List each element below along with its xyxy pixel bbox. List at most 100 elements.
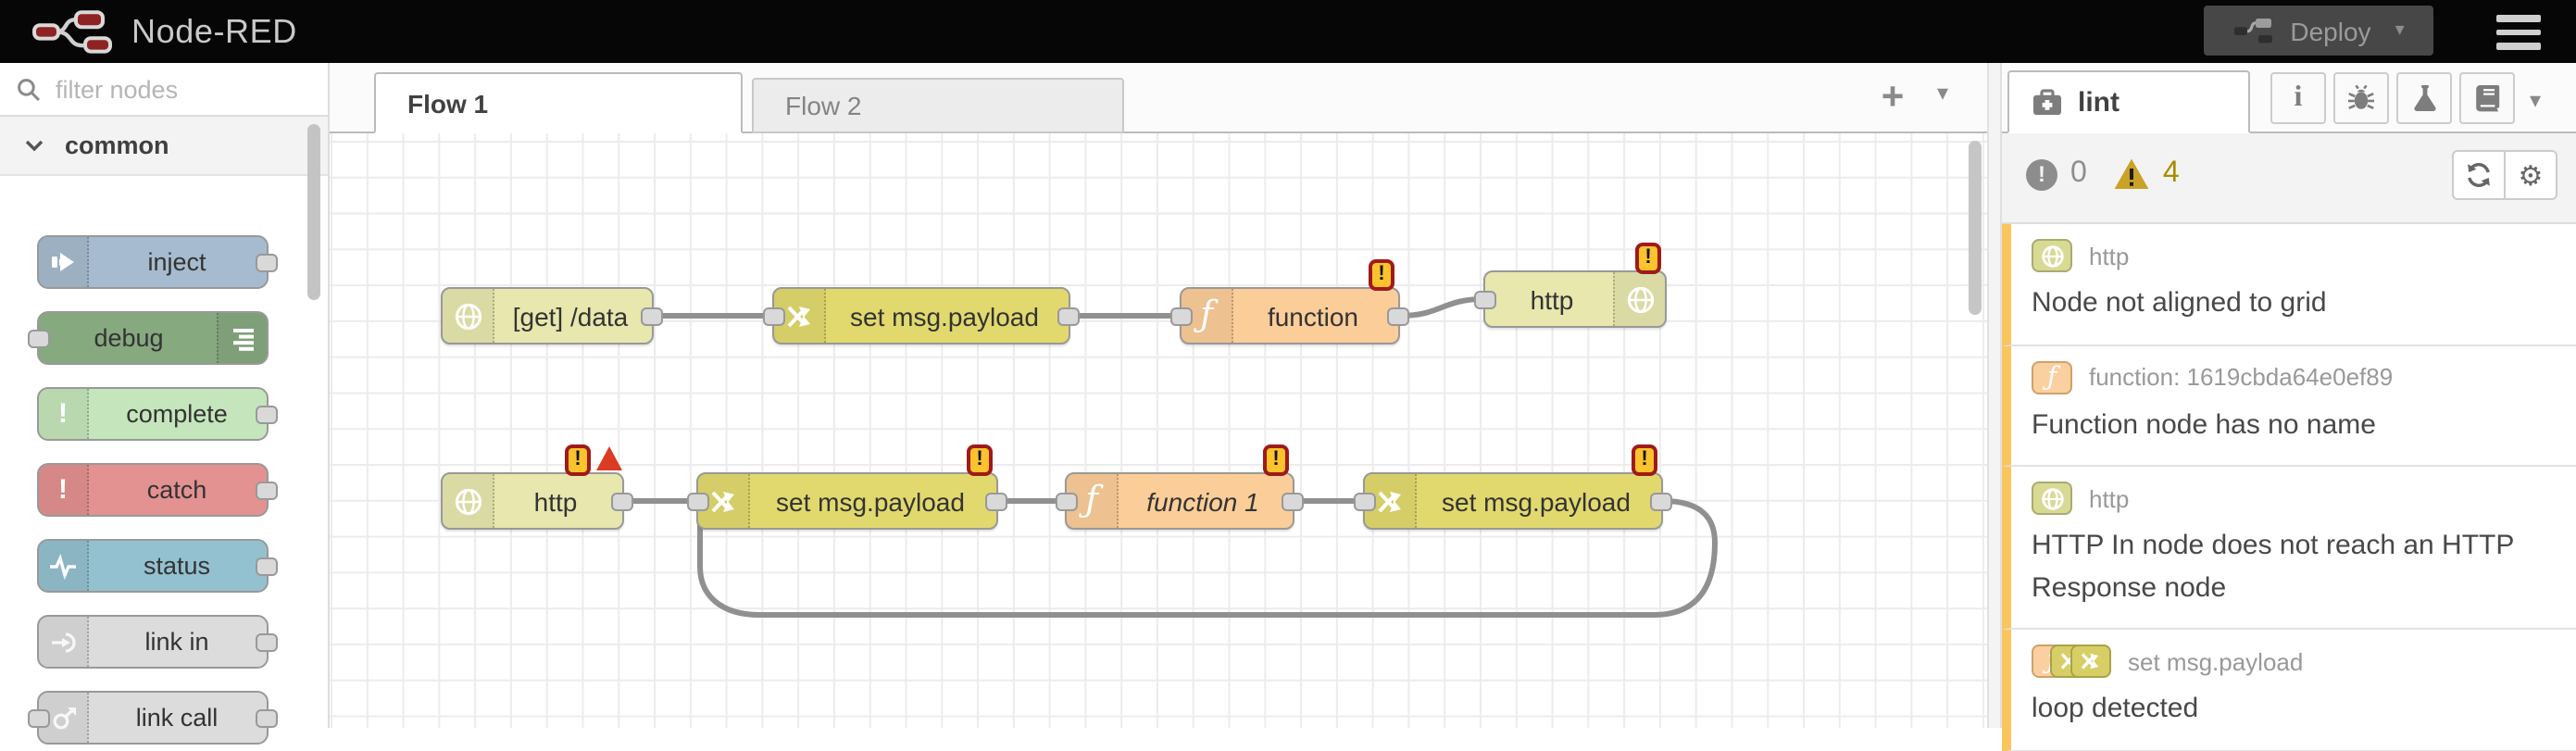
input-port[interactable] xyxy=(763,307,785,326)
input-port[interactable] xyxy=(687,493,709,511)
palette-scrollbar[interactable] xyxy=(307,124,320,300)
link-in-icon xyxy=(39,617,89,667)
flow-node-function[interactable]: ƒ function ! xyxy=(1170,259,1409,344)
input-port[interactable] xyxy=(1474,291,1496,309)
palette-node-catch[interactable]: ! catch xyxy=(37,463,278,517)
help-book-tab-button[interactable] xyxy=(2459,72,2515,124)
warning-triangle-icon xyxy=(2114,158,2149,189)
warning-count: 4 xyxy=(2162,157,2180,189)
issue-function-no-name[interactable]: ƒ function: 1619cbda64e0ef89 Function no… xyxy=(2002,345,2576,467)
tab-lint[interactable]: lint xyxy=(2007,70,2250,133)
flow-node-change-1[interactable]: set msg.payload xyxy=(763,287,1080,344)
debug-tab-button[interactable] xyxy=(2333,72,2389,124)
node-label: set msg.payload xyxy=(1442,486,1631,516)
change-node-icon xyxy=(2070,645,2111,678)
output-port[interactable] xyxy=(1387,307,1409,326)
settings-button[interactable]: ⚙ xyxy=(2504,150,2557,200)
issue-message: Function node has no name xyxy=(2032,408,2376,440)
http-node-icon xyxy=(2032,239,2072,272)
main-menu-button[interactable] xyxy=(2496,15,2545,50)
palette-node-label: catch xyxy=(146,476,207,504)
input-port[interactable] xyxy=(28,709,50,728)
flow-list-caret-icon[interactable]: ▾ xyxy=(1937,80,1949,106)
refresh-icon xyxy=(2468,163,2490,187)
output-port[interactable] xyxy=(256,709,278,728)
palette-search xyxy=(0,63,328,117)
warning-badge: ! xyxy=(1635,243,1661,274)
deploy-button[interactable]: Deploy ▾ xyxy=(2204,6,2433,56)
node-label: set msg.payload xyxy=(850,301,1039,331)
palette-category-common[interactable]: common xyxy=(0,117,328,176)
workspace: Flow 1 Flow 2 + ▾ xyxy=(330,63,1987,728)
output-port[interactable] xyxy=(256,406,278,424)
canvas-scrollbar[interactable] xyxy=(1969,141,1982,315)
output-port[interactable] xyxy=(611,493,633,511)
flow-node-function-1[interactable]: ƒ function 1 ! xyxy=(1056,444,1304,530)
output-port[interactable] xyxy=(1282,493,1304,511)
palette-node-debug[interactable]: debug xyxy=(28,311,269,365)
issue-message: Node not aligned to grid xyxy=(2032,287,2327,319)
tab-flow-1[interactable]: Flow 1 xyxy=(374,72,743,133)
input-port[interactable] xyxy=(1354,493,1376,511)
issue-node-label: http xyxy=(2089,242,2130,269)
info-tab-button[interactable]: i xyxy=(2270,72,2326,124)
refresh-button[interactable] xyxy=(2452,150,2506,200)
tab-label: Flow 1 xyxy=(407,88,489,118)
wires xyxy=(621,296,1719,618)
add-flow-button[interactable]: + xyxy=(1870,76,1915,120)
input-port[interactable] xyxy=(28,330,50,348)
input-port[interactable] xyxy=(1056,493,1078,511)
lint-actions: ⚙ xyxy=(2452,150,2557,200)
chevron-down-icon xyxy=(25,139,44,151)
config-flask-tab-button[interactable] xyxy=(2396,72,2452,124)
tab-flow-2[interactable]: Flow 2 xyxy=(752,78,1124,133)
palette-node-link-in[interactable]: link in xyxy=(37,615,278,669)
palette-node-inject[interactable]: inject xyxy=(37,235,278,289)
sidebar-menu-caret-icon[interactable]: ▾ xyxy=(2530,87,2542,113)
output-port[interactable] xyxy=(256,557,278,576)
lint-issue-list: http Node not aligned to grid ƒ function… xyxy=(2002,224,2576,751)
palette-node-link-call[interactable]: link call xyxy=(28,691,278,745)
palette: common inject debug ! complete ! cat xyxy=(0,63,330,745)
flow-node-http-in-2[interactable]: http ! xyxy=(441,444,633,530)
flow-node-http-response[interactable]: http ! xyxy=(1474,243,1667,328)
warning-badge: ! xyxy=(1263,444,1289,476)
warning-badge: ! xyxy=(967,444,993,476)
output-port[interactable] xyxy=(1650,493,1672,511)
output-port[interactable] xyxy=(256,482,278,500)
input-port[interactable] xyxy=(1170,307,1193,326)
output-port[interactable] xyxy=(256,633,278,652)
issue-node-not-aligned[interactable]: http Node not aligned to grid xyxy=(2002,224,2576,345)
flow-node-http-in-get-data[interactable]: [get] /data xyxy=(441,287,663,344)
palette-node-status[interactable]: status xyxy=(37,539,278,593)
gear-icon: ⚙ xyxy=(2518,158,2544,192)
issue-loop-detected[interactable]: ƒ set msg.payload loop detected xyxy=(2002,630,2576,751)
app-title: Node-RED xyxy=(131,13,297,50)
flow-canvas[interactable]: [get] /data set msg.payload ƒ function ! xyxy=(330,133,1987,728)
output-port[interactable] xyxy=(985,493,1007,511)
output-port[interactable] xyxy=(256,254,278,272)
flask-icon xyxy=(2413,85,2435,112)
deploy-caret-icon[interactable]: ▾ xyxy=(2395,20,2405,41)
output-port[interactable] xyxy=(1057,307,1080,326)
warning-badge: ! xyxy=(1632,444,1657,476)
sidebar-splitter[interactable] xyxy=(1987,63,2002,728)
palette-node-label: complete xyxy=(126,400,228,428)
sidebar: lint i xyxy=(2002,63,2576,751)
flow-node-change-3[interactable]: set msg.payload ! xyxy=(1354,444,1672,530)
category-label: common xyxy=(65,131,169,159)
globe-icon xyxy=(443,289,494,343)
output-port[interactable] xyxy=(641,307,663,326)
palette-node-label: link call xyxy=(135,704,219,732)
node-label: set msg.payload xyxy=(776,486,965,516)
issue-counts: ! 0 4 xyxy=(2026,157,2180,191)
issue-node-label: set msg.payload xyxy=(2128,647,2304,675)
search-icon xyxy=(18,78,41,101)
flow-node-change-2[interactable]: set msg.payload ! xyxy=(687,444,1007,530)
deploy-icon xyxy=(2233,19,2272,44)
issue-http-no-response[interactable]: http HTTP In node does not reach an HTTP… xyxy=(2002,467,2576,630)
warning-badge: ! xyxy=(1369,259,1394,291)
search-input[interactable] xyxy=(52,73,281,105)
palette-node-complete[interactable]: ! complete xyxy=(37,387,278,441)
